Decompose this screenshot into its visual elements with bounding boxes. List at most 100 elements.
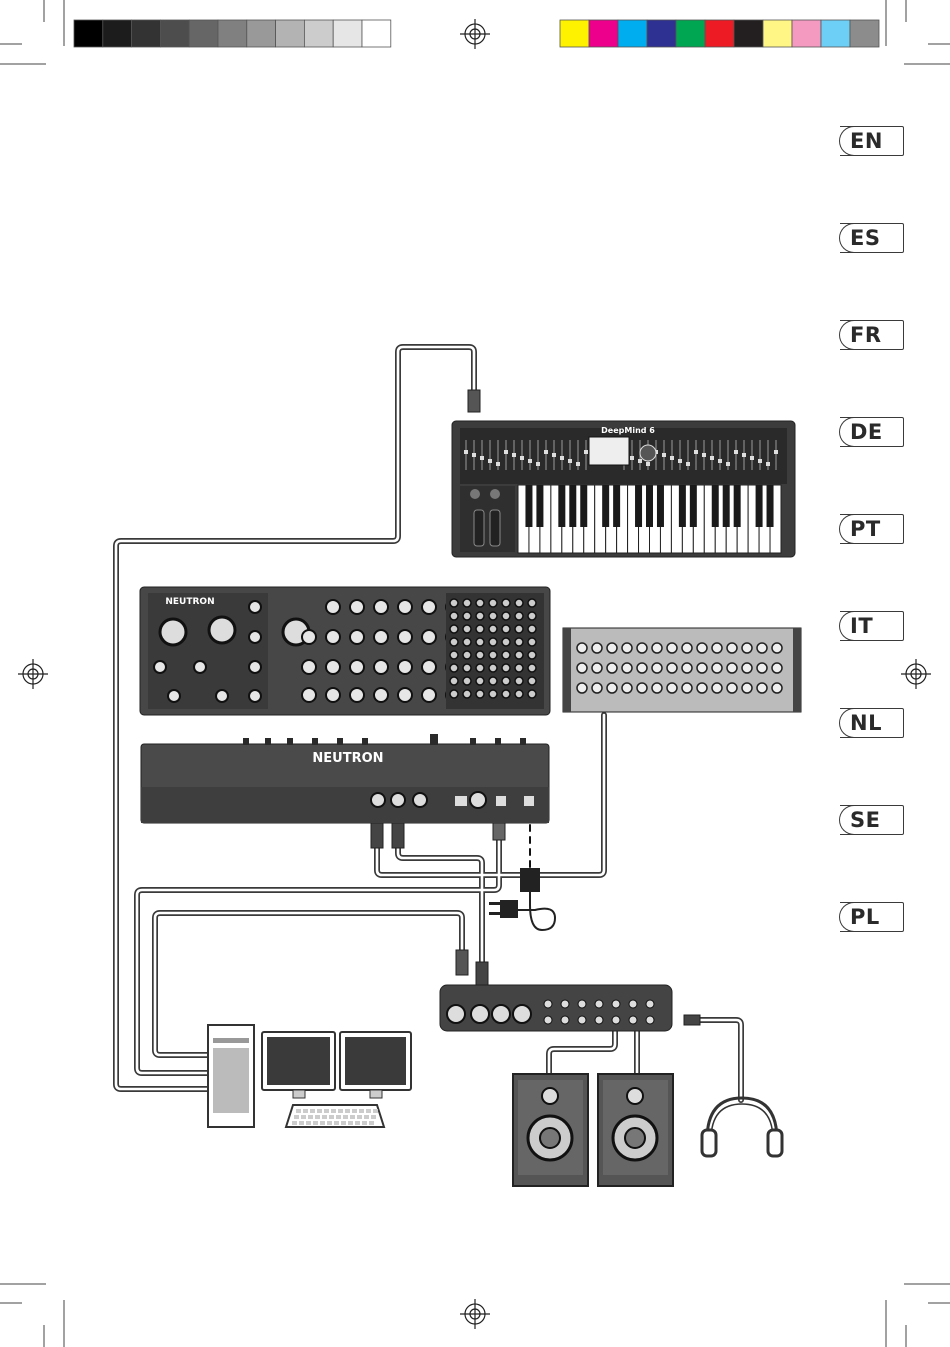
patch-jack <box>489 625 497 633</box>
language-tab-it[interactable]: IT <box>840 611 904 641</box>
audio-interface <box>440 985 672 1031</box>
language-tab-en[interactable]: EN <box>840 126 904 156</box>
knob <box>194 661 206 673</box>
knob <box>622 663 632 673</box>
fader-cap <box>480 456 484 460</box>
patch-jack <box>528 612 536 620</box>
knob <box>595 1016 603 1024</box>
knob <box>772 643 782 653</box>
knob <box>398 660 412 674</box>
patch-jack <box>450 625 458 633</box>
language-tab-es[interactable]: ES <box>840 223 904 253</box>
color-swatch <box>589 20 618 47</box>
knob <box>629 1000 637 1008</box>
language-tab-fr[interactable]: FR <box>840 320 904 350</box>
patch-jack <box>450 612 458 620</box>
fader-cap <box>766 462 770 466</box>
knob <box>637 663 647 673</box>
language-tab-label: IT <box>850 614 873 638</box>
fader-cap <box>544 450 548 454</box>
language-tab-label: DE <box>850 420 883 444</box>
knob <box>249 661 261 673</box>
patch-jack <box>502 638 510 646</box>
patch-jack <box>463 664 471 672</box>
modular-synth <box>563 628 801 712</box>
fader-cap <box>774 450 778 454</box>
key <box>299 1121 304 1125</box>
knob <box>168 690 180 702</box>
neutron-front-brand: NEUTRON <box>165 597 214 607</box>
black-key <box>602 485 609 527</box>
fader-cap <box>686 462 690 466</box>
knob <box>652 683 662 693</box>
patch-jack <box>528 625 536 633</box>
color-swatch <box>705 20 734 47</box>
knob <box>398 600 412 614</box>
patch-jack <box>515 664 523 672</box>
language-tab-se[interactable]: SE <box>840 805 904 835</box>
patch-jack <box>528 677 536 685</box>
knob <box>629 1016 637 1024</box>
fader-cap <box>488 459 492 463</box>
color-swatch <box>560 20 589 47</box>
key <box>296 1109 301 1113</box>
neutron-rear-panel: NEUTRON <box>141 734 549 823</box>
knob <box>302 660 316 674</box>
black-key <box>613 485 620 527</box>
patch-jack <box>528 664 536 672</box>
key <box>294 1115 299 1119</box>
key <box>362 1121 367 1125</box>
knob <box>757 683 767 693</box>
patch-jack <box>476 664 484 672</box>
patch-jack <box>476 690 484 698</box>
knob <box>667 663 677 673</box>
fader-cap <box>670 456 674 460</box>
patch-jack <box>463 599 471 607</box>
language-tab-pl[interactable]: PL <box>840 902 904 932</box>
knob <box>607 643 617 653</box>
color-swatch <box>103 20 132 47</box>
knob <box>592 643 602 653</box>
language-tab-nl[interactable]: NL <box>840 708 904 738</box>
key <box>315 1115 320 1119</box>
patch-jack <box>463 625 471 633</box>
key <box>373 1109 378 1113</box>
patch-jack <box>502 625 510 633</box>
knob <box>326 660 340 674</box>
knob <box>374 600 388 614</box>
language-tab-de[interactable]: DE <box>840 417 904 447</box>
knob <box>646 1016 654 1024</box>
language-tab-label: PT <box>850 517 881 541</box>
patch-jack <box>476 677 484 685</box>
key <box>322 1115 327 1119</box>
patch-jack <box>515 638 523 646</box>
black-key <box>767 485 774 527</box>
knob <box>637 683 647 693</box>
black-key <box>525 485 532 527</box>
knob <box>757 643 767 653</box>
fader-cap <box>726 462 730 466</box>
patch-jack <box>476 612 484 620</box>
color-swatch <box>618 20 647 47</box>
knob <box>577 683 587 693</box>
fader-cap <box>528 459 532 463</box>
color-swatch <box>821 20 850 47</box>
knob <box>712 663 722 673</box>
knob <box>326 688 340 702</box>
key <box>357 1115 362 1119</box>
knob <box>697 683 707 693</box>
knob <box>577 643 587 653</box>
patch-jack <box>515 599 523 607</box>
key <box>350 1115 355 1119</box>
fader-cap <box>512 453 516 457</box>
patch-jack <box>528 651 536 659</box>
fader-cap <box>630 456 634 460</box>
knob <box>422 660 436 674</box>
fader-cap <box>568 459 572 463</box>
patch-jack <box>476 625 484 633</box>
patch-jack <box>515 690 523 698</box>
key <box>331 1109 336 1113</box>
language-tab-pt[interactable]: PT <box>840 514 904 544</box>
studio-monitors <box>513 1074 673 1186</box>
